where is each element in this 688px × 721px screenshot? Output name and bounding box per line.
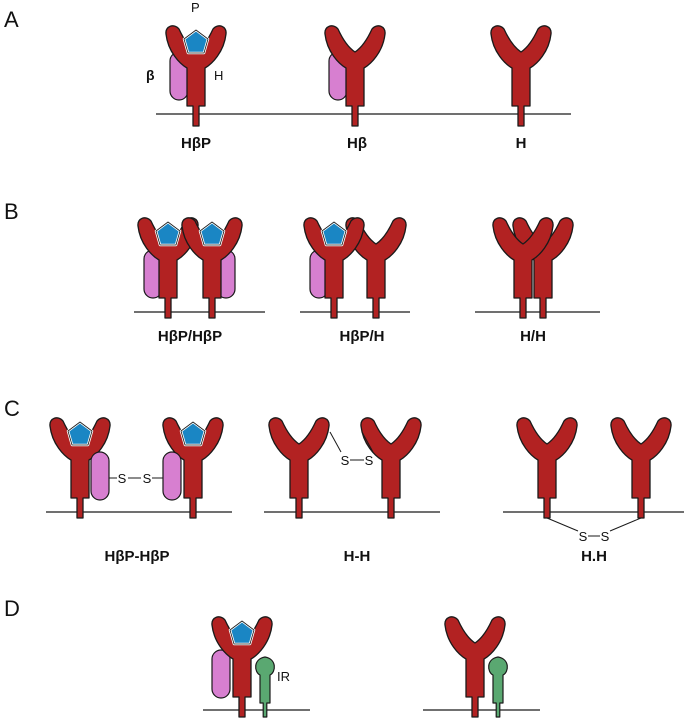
panel-letter-d: D [4,596,20,621]
sulfur-label: S [143,471,152,486]
disulfide-line [609,517,642,532]
molecule-h-ir [444,616,508,718]
molecule-hbp-hbp [136,216,244,320]
molecule-hb-a [324,25,386,127]
sulfur-label: S [365,453,374,468]
sulfur-label: S [118,471,127,486]
panel-letter-a: A [4,7,19,32]
disulfide-line [361,431,374,453]
molecule-hbp-ir [210,615,275,719]
beta-label: β [146,67,155,83]
sulfur-label: S [601,529,610,544]
heavy-chain [610,417,672,519]
heavy-chain [268,417,330,519]
ir-receptor [255,656,275,718]
beta-subunit [162,451,182,501]
panel-letter-c: C [4,396,20,421]
caption-hbp-h: HβP/H [340,328,385,345]
molecule-h-a [490,25,552,127]
beta-subunit [90,451,110,501]
caption-h-dash-h: H-H [344,548,371,565]
disulfide-line [329,431,342,453]
molecule-h-dash-h: S S [268,417,422,519]
caption-hbp-hbp: HβP/HβP [158,328,222,345]
panel-letter-b: B [4,199,19,224]
ir-receptor [488,656,508,718]
caption-h: H [516,135,527,152]
molecule-h-h [492,217,574,319]
panel-a: A P β H HβP Hβ H [4,0,571,152]
heavy-chain [516,417,578,519]
heavy-label: H [214,68,223,83]
molecule-h-dot-h: S S [516,417,672,544]
molecule-hbp-dash-hbp: S S [48,416,225,520]
caption-hbp-dash-hbp: HβP-HβP [105,548,170,565]
caption-hbp: HβP [181,135,211,152]
molecule-hbp-h [302,216,407,320]
panel-d: D IR [4,596,540,719]
ir-label: IR [277,669,290,684]
sulfur-label: S [579,529,588,544]
beta-subunit [211,649,231,699]
peptide-label: P [191,0,200,15]
disulfide-line [546,517,579,532]
sulfur-label: S [341,453,350,468]
caption-h-dot-h: H.H [581,548,607,565]
caption-hb: Hβ [347,135,367,152]
panel-b: B HβP/HβP HβP/H H/H [4,199,600,345]
heavy-chain [490,25,552,127]
panel-c: C S S S S [4,396,684,565]
caption-h-h-b: H/H [520,328,546,345]
